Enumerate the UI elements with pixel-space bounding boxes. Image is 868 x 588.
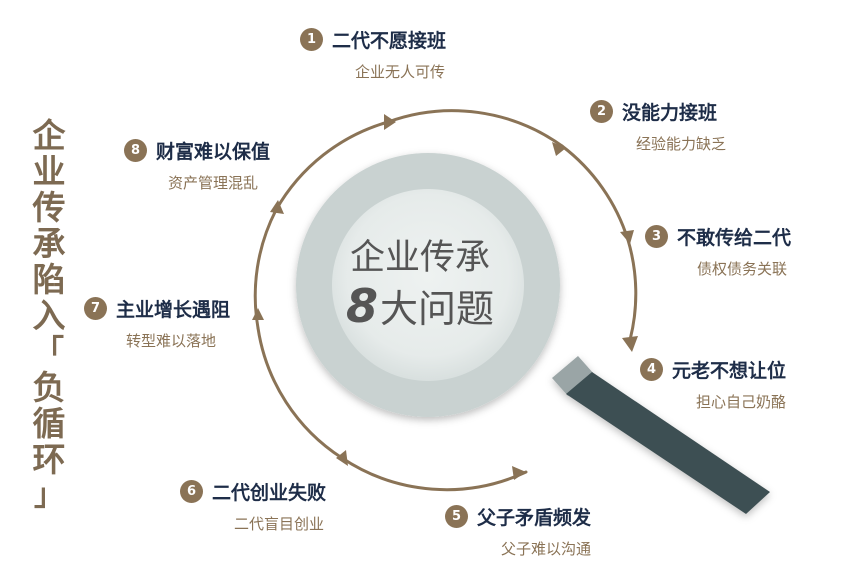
vertical-title-char: 入 xyxy=(32,296,66,335)
issue-number-badge: 2 xyxy=(590,100,613,123)
issue-title: 不敢传给二代 xyxy=(677,227,792,249)
vertical-title-char: 业 xyxy=(32,152,66,191)
cycle-arc-2 xyxy=(386,109,564,148)
issue-title: 没能力接班 xyxy=(622,102,718,124)
issue-item-2: 2 没能力接班 经验能力缺乏 xyxy=(590,98,726,154)
issue-number-badge: 8 xyxy=(124,139,147,162)
vertical-title-char: 陷 xyxy=(32,260,66,299)
vertical-title-char: 负 xyxy=(32,368,66,407)
arrowhead-icon xyxy=(384,114,396,130)
issue-subtitle: 二代盲目创业 xyxy=(234,515,325,533)
center-label: 企业传承 8大问题 xyxy=(330,236,510,335)
issue-title: 元老不想让位 xyxy=(672,360,787,382)
magnifier-handle xyxy=(552,356,770,514)
issue-item-4: 4 元老不想让位 担心自己奶酪 xyxy=(640,356,786,412)
issue-subtitle: 企业无人可传 xyxy=(355,63,446,81)
issue-title: 二代创业失败 xyxy=(212,482,327,504)
cycle-arc-1 xyxy=(274,120,390,212)
issue-item-1: 1 二代不愿接班 企业无人可传 xyxy=(300,26,446,82)
vertical-title-char: 环 xyxy=(32,440,66,479)
issue-number-badge: 1 xyxy=(300,28,323,51)
issue-title: 财富难以保值 xyxy=(156,141,271,163)
arrowhead-icon xyxy=(552,142,566,156)
issue-subtitle: 资产管理混乱 xyxy=(168,174,259,192)
cycle-arrowheads xyxy=(252,114,638,480)
center-number: 8 xyxy=(345,279,378,333)
issue-subtitle: 经验能力缺乏 xyxy=(636,135,727,153)
cycle-arc-6 xyxy=(256,326,344,460)
arrowhead-icon xyxy=(336,450,348,466)
issue-number-badge: 6 xyxy=(180,480,203,503)
issue-number-badge: 3 xyxy=(645,225,668,248)
vertical-title-bracket-close: 」 xyxy=(34,478,64,513)
arrowhead-icon xyxy=(622,336,638,352)
issue-subtitle: 担心自己奶酪 xyxy=(696,393,787,411)
issue-title: 父子矛盾频发 xyxy=(477,507,592,529)
cycle-arc-4 xyxy=(626,238,638,342)
issue-item-5: 5 父子矛盾频发 父子难以沟通 xyxy=(445,503,591,559)
issue-subtitle: 债权债务关联 xyxy=(697,260,788,278)
vertical-title-char: 循 xyxy=(32,404,66,443)
magnifier-lens xyxy=(296,153,560,417)
arrowhead-icon xyxy=(252,308,264,320)
vertical-title: 企 业 传 承 陷 入 「 负 循 环 」 xyxy=(30,118,68,514)
issue-item-8: 8 财富难以保值 资产管理混乱 xyxy=(124,137,270,193)
center-title: 企业传承 xyxy=(349,238,490,278)
issue-number-badge: 7 xyxy=(84,297,107,320)
issue-title: 二代不愿接班 xyxy=(332,30,447,52)
arrowhead-icon xyxy=(512,466,526,480)
cycle-arc-3 xyxy=(560,144,630,242)
center-subtitle-text: 大问题 xyxy=(380,287,495,331)
vertical-title-char: 企 xyxy=(32,116,66,155)
vertical-title-char: 传 xyxy=(32,188,66,227)
arrowhead-icon xyxy=(620,230,634,244)
cycle-arc-5 xyxy=(340,456,528,492)
arrowhead-icon xyxy=(270,200,284,214)
issue-item-7: 7 主业增长遇阻 转型难以落地 xyxy=(84,295,230,351)
issue-item-6: 6 二代创业失败 二代盲目创业 xyxy=(180,478,326,534)
issue-title: 主业增长遇阻 xyxy=(116,299,231,321)
issue-subtitle: 转型难以落地 xyxy=(126,332,217,350)
issue-item-3: 3 不敢传给二代 债权债务关联 xyxy=(645,223,791,279)
issue-subtitle: 父子难以沟通 xyxy=(501,540,592,558)
vertical-title-bracket-open: 「 xyxy=(34,334,64,369)
center-subtitle: 8大问题 xyxy=(330,280,510,335)
vertical-title-char: 承 xyxy=(32,224,66,263)
issue-number-badge: 4 xyxy=(640,358,663,381)
issue-number-badge: 5 xyxy=(445,505,468,528)
